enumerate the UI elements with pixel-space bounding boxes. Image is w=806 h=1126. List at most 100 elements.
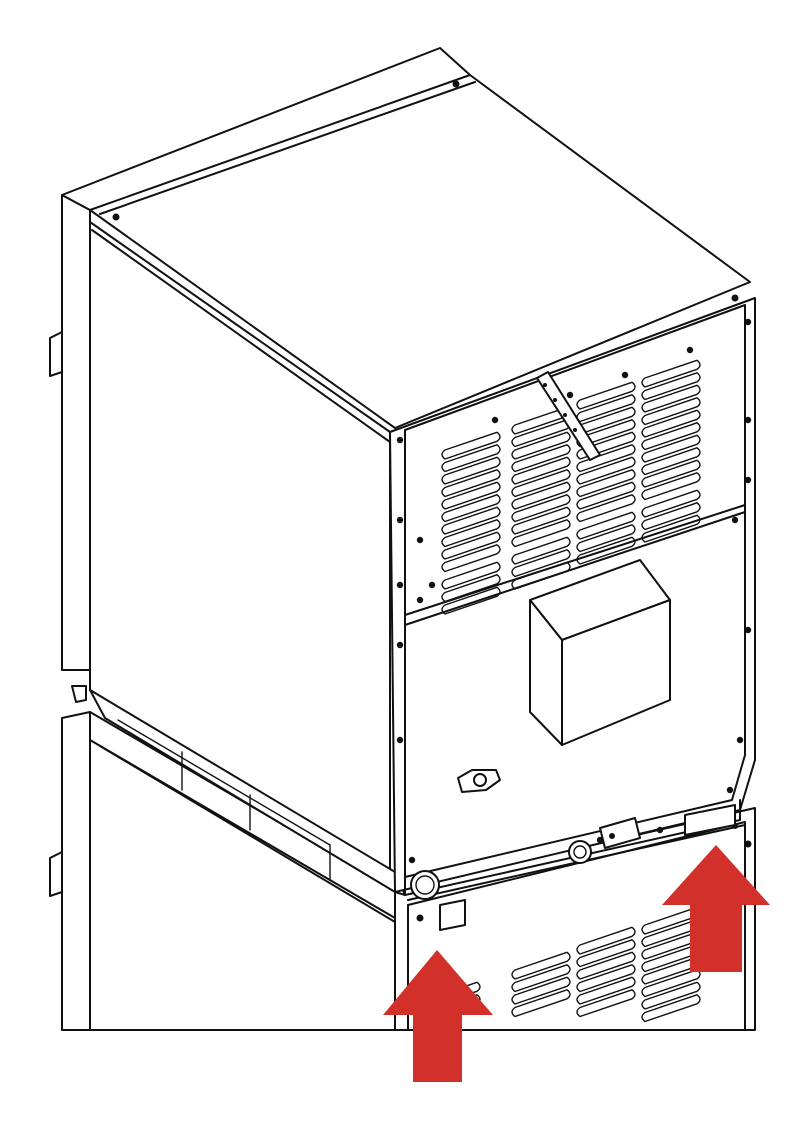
upper-base-skirt	[89, 689, 406, 896]
vent-slot	[641, 422, 701, 451]
vent-slot	[511, 976, 571, 1005]
vent-slot	[511, 951, 571, 980]
vent-slot	[511, 506, 571, 535]
screw	[744, 318, 752, 326]
screw	[726, 786, 734, 794]
hose-connector	[457, 769, 501, 793]
vent-slot	[441, 494, 501, 523]
vent-slot	[641, 472, 701, 501]
vent-slot	[441, 519, 501, 548]
vent-slot	[641, 981, 701, 1010]
vent-slot	[576, 481, 636, 510]
vent-slot	[511, 456, 571, 485]
vent-slot	[641, 489, 701, 518]
screw	[621, 371, 629, 379]
vent-slot	[441, 586, 501, 615]
lower-screw	[744, 840, 752, 848]
screw	[744, 626, 752, 634]
vent-slot	[576, 964, 636, 993]
vent-slot	[576, 524, 636, 553]
vent-slot	[641, 459, 701, 488]
screw	[396, 516, 404, 524]
screw	[596, 836, 604, 844]
power-connector	[568, 840, 592, 864]
vent-slot	[576, 536, 636, 565]
vent-slot	[511, 964, 571, 993]
screw	[416, 536, 424, 544]
lower-screw	[416, 914, 424, 922]
vent-slot	[441, 469, 501, 498]
screw	[396, 736, 404, 744]
vent-slot	[511, 494, 571, 523]
screw	[428, 581, 436, 589]
vent-slot	[576, 456, 636, 485]
vent-slot	[511, 444, 571, 473]
vent-slot	[576, 926, 636, 955]
vent-slot	[576, 381, 636, 410]
screw	[396, 641, 404, 649]
vent-slot	[576, 394, 636, 423]
screw	[686, 346, 694, 354]
upper-vent-louvers	[441, 359, 701, 615]
vent-slot	[441, 456, 501, 485]
vent-slot	[576, 469, 636, 498]
terminal-block	[599, 817, 641, 849]
vent-slot	[576, 494, 636, 523]
vent-slot	[576, 951, 636, 980]
vent-slot	[441, 574, 501, 603]
upper-handle	[49, 331, 63, 377]
vent-slot	[441, 544, 501, 573]
lower-handle	[49, 851, 63, 897]
upper-unit	[49, 47, 756, 931]
right-bracket	[684, 804, 736, 836]
upper-left-edge	[61, 194, 91, 671]
front-panel-screws	[396, 318, 752, 864]
screw	[566, 391, 574, 399]
left-bracket	[439, 899, 466, 931]
screw	[408, 856, 416, 864]
vent-slot	[441, 444, 501, 473]
screw	[416, 596, 424, 604]
vent-slot	[511, 481, 571, 510]
round-fitting	[410, 870, 440, 900]
vent-slot	[511, 989, 571, 1018]
top-seam	[89, 74, 471, 211]
screw	[396, 436, 404, 444]
vent-slot	[511, 549, 571, 578]
vent-slot	[441, 481, 501, 510]
vent-slot	[641, 994, 701, 1023]
vent-slot	[511, 519, 571, 548]
vent-slot	[641, 447, 701, 476]
vent-slot	[576, 511, 636, 540]
screw	[656, 826, 664, 834]
vent-slot	[641, 409, 701, 438]
wall-bracket	[536, 371, 601, 461]
vent-slot	[641, 397, 701, 426]
vent-slot	[511, 536, 571, 565]
lower-left-edge	[61, 711, 91, 1031]
vent-slot	[441, 506, 501, 535]
vent-slot	[576, 976, 636, 1005]
vent-slot	[641, 514, 701, 543]
vent-slot	[641, 384, 701, 413]
vent-slot	[641, 359, 701, 388]
junction-box-side	[529, 599, 563, 746]
screw	[731, 516, 739, 524]
vent-slot	[441, 531, 501, 560]
vent-slot	[641, 372, 701, 401]
vent-slot	[576, 939, 636, 968]
vent-slot	[511, 561, 571, 590]
upper-foot	[71, 685, 87, 703]
front-panel-divider	[404, 504, 746, 616]
vent-slot	[576, 989, 636, 1018]
vent-slot	[641, 434, 701, 463]
vent-slot	[511, 431, 571, 460]
vent-slot	[576, 431, 636, 460]
screw	[491, 416, 499, 424]
screw	[744, 416, 752, 424]
screw	[744, 476, 752, 484]
screw	[736, 736, 744, 744]
vent-slot	[441, 561, 501, 590]
